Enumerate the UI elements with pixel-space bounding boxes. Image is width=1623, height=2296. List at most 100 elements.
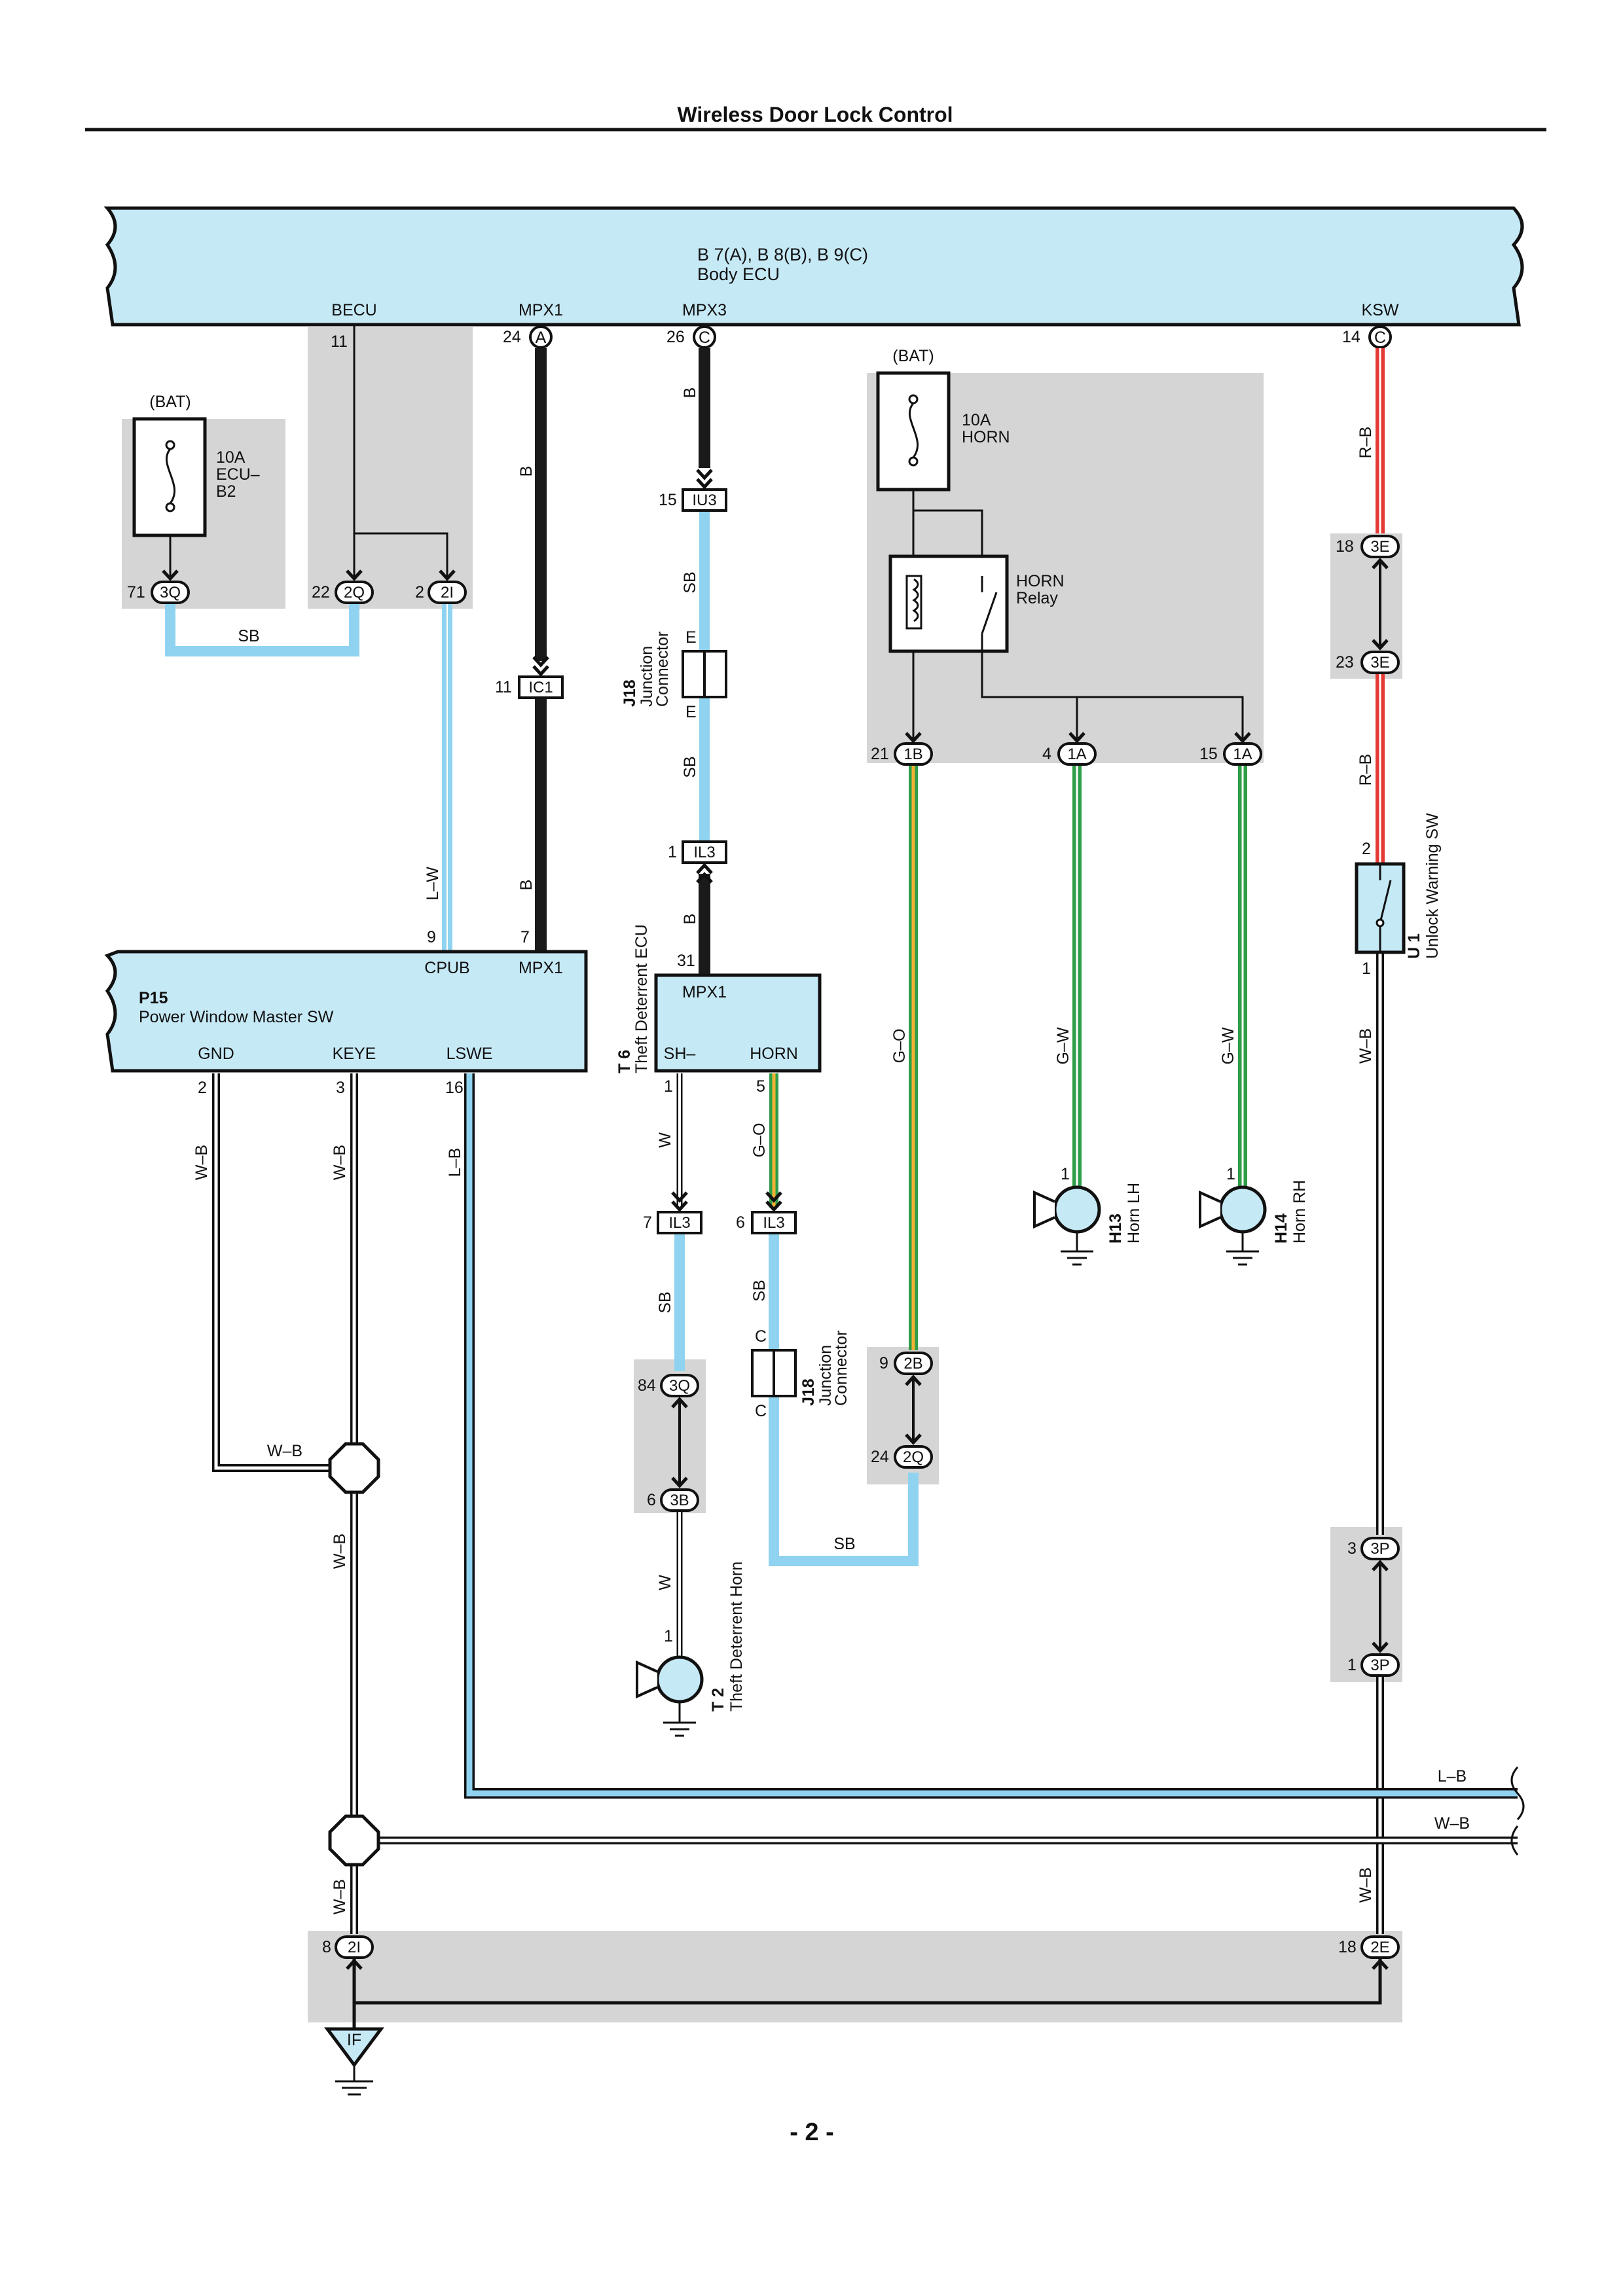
wire-label-gw-lh: G–W xyxy=(1054,1027,1072,1064)
conn-ic1-num: 11 xyxy=(495,678,512,696)
conn-il3-7-id: IL3 xyxy=(668,1214,690,1232)
connector-3b-6: 6 3B xyxy=(647,1488,699,1512)
u1-code: U 1 xyxy=(1405,933,1423,959)
wire-label-sb-j18-upper: SB xyxy=(681,571,699,593)
h14-name: Horn RH xyxy=(1290,1180,1309,1244)
connector-1a-15: 15 1A xyxy=(1199,742,1262,766)
conn-2b-9-id: 2B xyxy=(903,1355,922,1372)
h14-code: H14 xyxy=(1272,1213,1290,1244)
wire-label-gw-rh: G–W xyxy=(1219,1027,1237,1064)
wire-label-wb-gnd: W–B xyxy=(192,1145,211,1180)
connector-2q-24: 24 2Q xyxy=(871,1445,933,1469)
connector-ic1: 11 IC1 xyxy=(495,675,564,699)
connector-3e-23: 23 3E xyxy=(1336,651,1400,674)
fuse-ecu-rating: 10A xyxy=(216,448,246,467)
body-ecu-pin-ksw-label: KSW xyxy=(1362,301,1399,319)
j18-e-name1: Junction xyxy=(638,646,656,707)
splice-point-upper xyxy=(328,1442,380,1494)
conn-3q-71-num: 71 xyxy=(127,583,145,601)
conn-2q-22-num: 22 xyxy=(312,583,330,601)
conn-1b-num: 21 xyxy=(871,745,889,763)
conn-il3-7-num: 7 xyxy=(643,1213,652,1232)
conn-3q-84-id: 3Q xyxy=(669,1377,690,1395)
wire-label-b-t6: B xyxy=(681,914,699,925)
page-number: - 2 - xyxy=(790,2119,834,2146)
j18-e-bottom: E xyxy=(685,703,697,721)
j18-c-top: C xyxy=(755,1327,767,1346)
j18-e-top: E xyxy=(685,628,697,647)
j18-c-bottom: C xyxy=(755,1402,767,1420)
p15-gnd-num: 2 xyxy=(198,1079,207,1097)
wire-label-sb-il3-7: SB xyxy=(656,1291,674,1313)
t6-sh-label: SH– xyxy=(664,1045,696,1063)
conn-2e-18-num: 18 xyxy=(1338,1938,1357,1956)
fuse-horn-bat: (BAT) xyxy=(892,347,934,365)
wire-label-wb-ground: W–B xyxy=(331,1879,349,1914)
conn-il3-1-num: 1 xyxy=(668,843,677,861)
conn-iu3-num: 15 xyxy=(659,491,677,509)
wire-label-rb-upper: R–B xyxy=(1357,427,1375,459)
wire-label-go-t6: G–O xyxy=(750,1123,769,1158)
p15-lswe-label: LSWE xyxy=(447,1045,493,1063)
fuse-horn: (BAT) 10A HORN xyxy=(876,347,1010,492)
conn-ic1-id: IC1 xyxy=(528,679,553,696)
body-ecu-pin-mpx1-label: MPX1 xyxy=(519,301,563,319)
connector-3e-18: 18 3E xyxy=(1336,535,1400,558)
conn-2q-22-id: 2Q xyxy=(344,584,365,601)
wire-label-wb-u1: W–B xyxy=(1357,1028,1375,1064)
arrow-marks xyxy=(163,470,1387,1969)
p15-power-window-master-sw: CPUB MPX1 P15 Power Window Master SW GND… xyxy=(104,950,588,1073)
wire-label-lb-lswe: L–B xyxy=(446,1148,464,1177)
j18-junction-connector-e: E E J18 Junction Connector xyxy=(621,628,727,721)
p15-cpub-label: CPUB xyxy=(424,959,469,977)
connector-3p-3: 3 3P xyxy=(1347,1537,1400,1560)
h13-name: Horn LH xyxy=(1125,1183,1143,1244)
t6-mpx1-label: MPX1 xyxy=(682,983,727,1001)
j18-c-name1: Junction xyxy=(816,1345,835,1406)
ground-point-label: IF xyxy=(347,2031,361,2049)
wire-label-b-mpx1-lower: B xyxy=(517,880,536,891)
connector-1a-4: 4 1A xyxy=(1042,742,1097,766)
conn-2q-24-id: 2Q xyxy=(903,1448,924,1466)
conn-2e-18-id: 2E xyxy=(1370,1939,1389,1956)
wire-label-wb-keye-lower: W–B xyxy=(331,1534,349,1569)
conn-1a-15-id: 1A xyxy=(1233,745,1252,763)
p15-mpx1-num: 7 xyxy=(520,928,530,946)
wire-label-go-1b: G–O xyxy=(890,1029,909,1064)
t2-name: Theft Deterrent Horn xyxy=(727,1562,746,1712)
wire-label-b-mpx3: B xyxy=(681,387,699,399)
t6-name: Theft Deterrent ECU xyxy=(632,924,651,1073)
t6-horn-label: HORN xyxy=(750,1045,798,1063)
conn-c-circle xyxy=(693,325,716,349)
horn-relay-line1: HORN xyxy=(1016,572,1065,590)
conn-2q-24-num: 24 xyxy=(871,1448,889,1466)
conn-c2-label: C xyxy=(1374,329,1386,347)
connector-iu3: 15 IU3 xyxy=(659,488,727,512)
h13-pin: 1 xyxy=(1061,1165,1070,1183)
conn-3b-6-id: 3B xyxy=(670,1492,689,1509)
conn-1b-id: 1B xyxy=(903,745,922,763)
conn-2i-8-num: 8 xyxy=(322,1938,331,1956)
splice-point-lower xyxy=(328,1814,380,1867)
connector-2i-8: 8 2I xyxy=(322,1935,374,1959)
fuse-horn-name: HORN xyxy=(962,428,1010,446)
p15-cpub-num: 9 xyxy=(427,928,436,946)
j18-junction-connector-c: C C J18 Junction Connector xyxy=(751,1327,850,1420)
conn-2i-8-id: 2I xyxy=(348,1939,361,1956)
wire-label-sb-loop: SB xyxy=(238,627,259,645)
conn-c-label: C xyxy=(699,329,710,347)
j18-c-name2: Connector xyxy=(832,1331,850,1406)
ground-point-if: IF xyxy=(324,2027,384,2096)
conn-3e-18-id: 3E xyxy=(1370,538,1389,556)
wire-label-sb-j18-lower: SB xyxy=(681,756,699,778)
wire-label-wb-right-vertical: W–B xyxy=(1357,1867,1375,1903)
connector-1b: 21 1B xyxy=(871,742,933,766)
connector-3q-84: 84 3Q xyxy=(638,1374,699,1397)
conn-a-label: A xyxy=(536,329,547,347)
t6-sh-num: 1 xyxy=(664,1077,673,1096)
conn-1a-15-num: 15 xyxy=(1199,745,1218,763)
wire-label-w-sh: W xyxy=(656,1132,674,1148)
theft-deterrent-horn: 1 T 2 Theft Deterrent Horn xyxy=(636,1562,746,1737)
p15-name: Power Window Master SW xyxy=(139,1008,334,1026)
u1-name: Unlock Warning SW xyxy=(1423,813,1442,959)
